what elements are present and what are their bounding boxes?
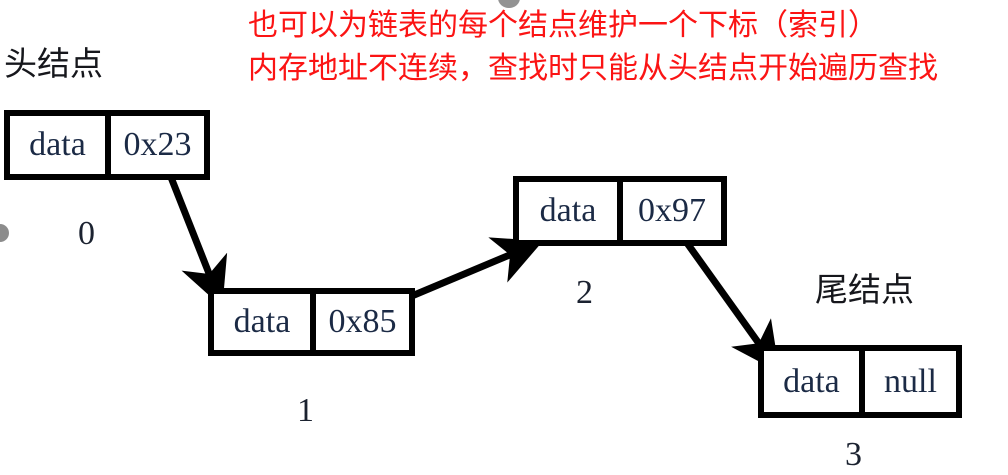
node-2-data-cell: data — [519, 182, 623, 240]
node-3: data null — [758, 345, 962, 418]
node-0-data-cell: data — [10, 116, 111, 174]
tail-node-title: 尾结点 — [815, 271, 914, 308]
node-3-index: 3 — [845, 436, 862, 473]
node-2-index: 2 — [576, 274, 593, 311]
node-3-data-cell: data — [764, 351, 865, 412]
node-0: data 0x23 — [4, 110, 210, 180]
node-1-pointer-cell: 0x85 — [315, 294, 409, 350]
annotation-line-2: 内存地址不连续，查找时只能从头结点开始遍历查找 — [248, 52, 938, 85]
node-0-index: 0 — [78, 215, 95, 252]
node-3-pointer-cell: null — [864, 351, 956, 412]
node-1-data-cell: data — [214, 294, 316, 350]
node-2-pointer-cell: 0x97 — [623, 182, 721, 240]
annotation-line-1: 也可以为链表的每个结点维护一个下标（索引） — [248, 9, 878, 42]
node-0-pointer-cell: 0x23 — [110, 116, 204, 174]
cut-off-shape-left — [0, 224, 9, 242]
node-2: data 0x97 — [513, 176, 727, 246]
node-1: data 0x85 — [208, 288, 415, 356]
cut-off-shape-top — [498, 0, 520, 8]
head-node-title: 头结点 — [4, 45, 103, 82]
node-1-index: 1 — [297, 392, 314, 429]
